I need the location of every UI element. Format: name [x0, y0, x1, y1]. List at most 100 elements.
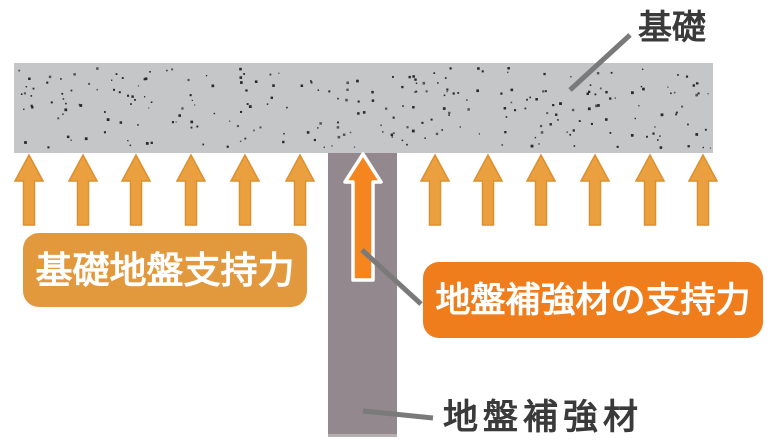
- speckle-dot: [392, 132, 395, 135]
- speckle-dot: [707, 93, 709, 95]
- speckle-dot: [411, 129, 415, 133]
- speckle-dot: [346, 81, 349, 85]
- support-arrow: [525, 153, 557, 226]
- speckle-dot: [328, 90, 331, 93]
- speckle-dot: [670, 92, 672, 95]
- speckle-dot: [46, 81, 49, 84]
- speckle-dot: [424, 137, 426, 139]
- speckle-dot: [538, 143, 540, 145]
- speckle-dot: [356, 79, 359, 83]
- speckle-dot: [144, 77, 148, 81]
- speckle-dot: [240, 110, 243, 113]
- speckle-dot: [510, 88, 514, 92]
- speckle-dot: [346, 88, 349, 91]
- speckle-dot: [244, 137, 247, 140]
- speckle-dot: [137, 85, 140, 87]
- speckle-dot: [415, 90, 418, 93]
- speckle-dot: [543, 72, 546, 76]
- support-arrow: [634, 153, 666, 226]
- speckle-dot: [412, 75, 415, 78]
- speckle-dot: [65, 102, 67, 105]
- speckle-dot: [642, 87, 645, 91]
- speckle-dot: [187, 78, 190, 82]
- speckle-dot: [697, 92, 700, 95]
- speckle-dot: [414, 91, 416, 93]
- speckle-dot: [422, 81, 426, 85]
- speckle-dot: [380, 124, 382, 127]
- speckle-dot: [24, 141, 27, 144]
- speckle-dot: [84, 137, 88, 141]
- speckle-dot: [30, 104, 33, 107]
- speckle-dot: [245, 89, 248, 92]
- support-arrow: [175, 153, 207, 226]
- reinforcement-column: [328, 153, 397, 437]
- speckle-dot: [654, 126, 656, 128]
- speckle-dot: [500, 92, 503, 95]
- speckle-dot: [435, 132, 439, 136]
- speckle-dot: [190, 120, 194, 124]
- speckle-dot: [501, 144, 504, 146]
- speckle-dot: [594, 93, 597, 96]
- speckle-dot: [357, 100, 360, 103]
- speckle-dot: [240, 81, 243, 84]
- speckle-dot: [23, 108, 25, 110]
- speckle-dot: [446, 88, 449, 91]
- speckle-dot: [467, 108, 470, 111]
- speckle-dot: [119, 121, 123, 124]
- speckle-dot: [441, 129, 443, 131]
- speckle-dot: [597, 104, 600, 107]
- speckle-dot: [66, 135, 70, 139]
- speckle-dot: [62, 113, 64, 116]
- speckle-dot: [189, 94, 192, 97]
- speckle-dot: [599, 87, 602, 90]
- support-arrow: [687, 153, 719, 226]
- speckle-dot: [421, 121, 424, 124]
- speckle-dot: [685, 75, 689, 78]
- speckle-dot: [283, 133, 285, 135]
- speckle-dot: [448, 114, 450, 116]
- speckle-dot: [659, 135, 661, 137]
- speckle-dot: [589, 84, 592, 86]
- speckle-dot: [634, 117, 636, 120]
- speckle-dot: [148, 107, 150, 109]
- speckle-dot: [704, 128, 707, 131]
- speckle-dot: [667, 86, 669, 88]
- speckle-dot: [687, 123, 689, 126]
- speckle-dot: [614, 97, 616, 99]
- speckle-dot: [310, 80, 312, 82]
- speckle-dot: [430, 118, 433, 121]
- support-arrow: [13, 153, 45, 226]
- speckle-dot: [48, 75, 52, 79]
- speckle-dot: [323, 146, 325, 148]
- speckle-dot: [178, 114, 181, 117]
- speckle-dot: [118, 91, 121, 94]
- speckle-dot: [605, 91, 608, 94]
- speckle-dot: [259, 126, 262, 129]
- speckle-dot: [246, 103, 249, 105]
- speckle-dot: [115, 73, 118, 75]
- speckle-dot: [150, 101, 153, 103]
- speckle-dot: [641, 68, 644, 70]
- speckle-dot: [64, 108, 68, 112]
- speckle-dot: [573, 145, 576, 147]
- speckle-dot: [697, 82, 699, 85]
- speckle-dot: [88, 82, 91, 85]
- speckle-dot: [446, 91, 448, 93]
- speckle-dot: [337, 135, 341, 139]
- speckle-dot: [609, 132, 612, 134]
- speckle-dot: [507, 67, 510, 70]
- speckle-dot: [134, 99, 136, 101]
- speckle-dot: [213, 112, 216, 115]
- speckle-dot: [239, 140, 242, 143]
- speckle-dot: [23, 92, 26, 95]
- speckle-dot: [111, 79, 113, 81]
- speckle-dot: [104, 111, 106, 113]
- speckle-dot: [331, 145, 333, 147]
- speckle-dot: [18, 69, 21, 72]
- speckle-dot: [514, 109, 517, 112]
- speckle-dot: [695, 93, 698, 97]
- speckle-dot: [433, 72, 436, 74]
- speckle-dot: [408, 75, 411, 79]
- speckle-dot: [586, 92, 589, 95]
- speckle-dot: [196, 125, 199, 128]
